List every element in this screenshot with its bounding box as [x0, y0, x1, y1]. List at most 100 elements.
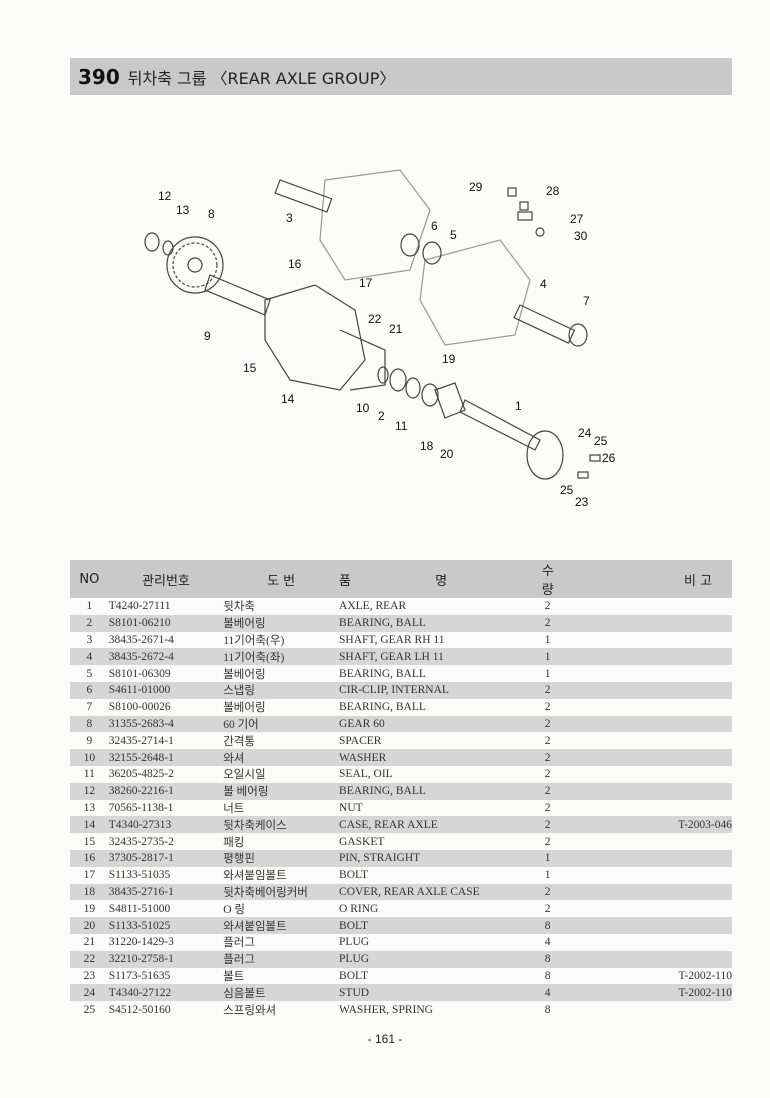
bolt-23 — [577, 471, 589, 479]
row-no: 23 — [83, 969, 96, 982]
row-name-en: CIR-CLIP, INTERNAL — [339, 681, 536, 699]
row-qty: 2 — [544, 734, 551, 747]
callout-9: 9 — [204, 329, 211, 343]
bearing-12 — [144, 232, 160, 252]
table-header-row: NO 관리번호 도 번 품 명 수 량 비 고 — [70, 560, 732, 598]
col-management-no: 관리번호 — [108, 560, 224, 598]
nut-13 — [162, 240, 174, 256]
bolt-29 — [507, 187, 517, 197]
section-number: 390 — [78, 64, 120, 89]
callout-18: 18 — [420, 439, 434, 453]
row-name-en: WASHER — [339, 749, 536, 766]
callout-2: 2 — [378, 409, 385, 423]
row-name-en: BEARING, BALL — [339, 782, 536, 800]
callout-6: 6 — [431, 219, 438, 233]
callout-25b: 25 — [560, 483, 574, 497]
callout-16: 16 — [288, 257, 302, 271]
row-name-en: O RING — [339, 902, 379, 915]
row-name-en: AXLE, REAR — [339, 600, 407, 613]
row-name-kr: 간격통 — [223, 735, 255, 748]
row-remark — [560, 715, 732, 733]
callout-labels: 1 2 3 4 5 6 7 8 9 10 11 12 13 14 15 16 1… — [158, 180, 616, 509]
rear-axle — [459, 399, 541, 451]
row-name-kr: 심음볼트 — [223, 984, 340, 1002]
gear-shaft-4 — [513, 304, 576, 344]
row-code: S4611-01000 — [108, 681, 224, 699]
row-code: 31220-1429-3 — [108, 936, 174, 949]
row-name-en: WASHER, SPRING — [339, 1003, 433, 1016]
row-qty: 2 — [535, 782, 561, 800]
row-no: 21 — [83, 936, 96, 949]
callout-5: 5 — [450, 228, 457, 242]
row-remark — [560, 849, 732, 867]
row-name-en: COVER, REAR AXLE CASE — [339, 883, 536, 901]
diagram-svg: 1 2 3 4 5 6 7 8 9 10 11 12 13 14 15 16 1… — [144, 169, 616, 509]
callout-20: 20 — [440, 447, 454, 461]
row-no: 9 — [86, 734, 93, 747]
row-qty: 4 — [544, 936, 551, 949]
row-name-en: BEARING, BALL — [339, 701, 426, 714]
row-name-kr: O 링 — [223, 903, 245, 916]
row-remark — [560, 950, 732, 968]
row-name-kr: 스냅링 — [223, 681, 340, 699]
washer-30 — [535, 227, 545, 237]
row-name-kr: 너트 — [223, 802, 245, 815]
gearbox-housing-left — [419, 239, 531, 346]
row-no: 6 — [70, 681, 109, 699]
row-code: 70565-1138-1 — [108, 801, 174, 814]
bearing-cover-18 — [434, 382, 466, 419]
row-remark — [560, 782, 732, 800]
row-qty: 1 — [544, 667, 551, 680]
row-name-en: STUD — [339, 984, 536, 1002]
row-code: 32435-2714-1 — [108, 734, 174, 747]
row-name-en: BOLT — [339, 969, 369, 982]
row-no: 19 — [83, 902, 96, 915]
page-number: - 161 - — [367, 1032, 403, 1046]
row-no: 7 — [86, 701, 93, 714]
callout-10: 10 — [356, 401, 370, 415]
row-qty: 2 — [535, 749, 561, 766]
row-name-kr: 와셔붙임볼트 — [223, 870, 287, 883]
row-qty: 2 — [535, 883, 561, 901]
stud-24 — [589, 454, 601, 462]
row-qty: 1 — [544, 633, 551, 646]
row-name-kr: 와셔 — [223, 749, 340, 766]
row-no: 1 — [86, 600, 93, 613]
row-code: 38435-2672-4 — [108, 648, 224, 666]
row-name-kr: 패킹 — [223, 836, 245, 849]
row-qty: 8 — [544, 1003, 551, 1016]
callout-14: 14 — [281, 392, 295, 406]
row-no: 18 — [70, 883, 109, 901]
row-name-kr: 와셔붙임볼트 — [223, 917, 340, 934]
callout-7: 7 — [583, 294, 590, 308]
row-no: 4 — [70, 648, 109, 666]
row-remark — [560, 917, 732, 934]
gear-shaft-3 — [274, 179, 333, 213]
row-name-kr: 60 기어 — [223, 715, 340, 733]
row-name-kr: 11기어축(우) — [223, 634, 285, 647]
bearing-2 — [389, 368, 407, 392]
row-code: S4512-50160 — [108, 1003, 171, 1016]
row-remark — [560, 833, 732, 850]
row-remark — [560, 749, 732, 766]
callout-17: 17 — [359, 276, 373, 290]
col-qty: 수 량 — [535, 560, 561, 598]
col-remark: 비 고 — [560, 560, 732, 598]
row-name-en: NUT — [339, 801, 363, 814]
row-name-kr: 볼트 — [223, 970, 245, 983]
row-name-en: PIN, STRAIGHT — [339, 849, 536, 867]
